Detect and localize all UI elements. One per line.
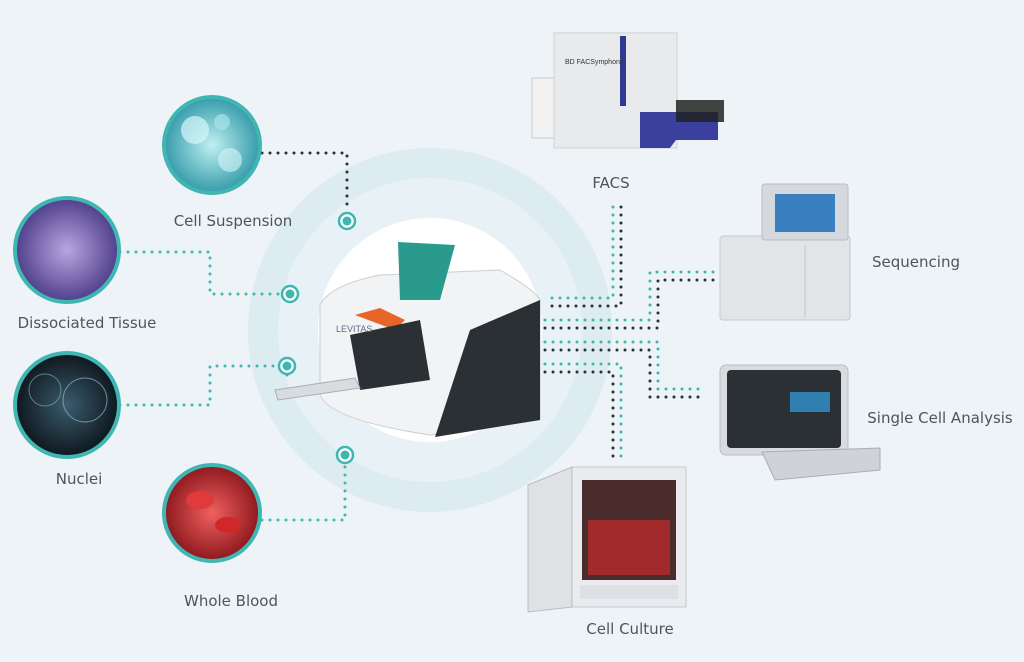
- output-facs: BD FACSymphony FACS: [531, 32, 724, 192]
- dissociated-tissue-label: Dissociated Tissue: [18, 314, 157, 332]
- output-cell-culture: Cell Culture: [527, 466, 687, 638]
- whole-blood-image: [162, 463, 262, 563]
- input-nuclei: Nuclei: [13, 351, 121, 488]
- nuclei-label: Nuclei: [56, 470, 103, 488]
- dissociated-tissue-image: [13, 196, 121, 304]
- output-single-cell: Single Cell Analysis: [719, 364, 1013, 481]
- input-dissociated-tissue: Dissociated Tissue: [13, 196, 157, 332]
- levitas-device: LEVITAS: [274, 242, 541, 437]
- cell-suspension-label: Cell Suspension: [174, 212, 293, 230]
- sequencing-label: Sequencing: [872, 253, 960, 271]
- input-connectors: [118, 151, 357, 522]
- cell-suspension-image: [162, 95, 262, 195]
- input-whole-blood: Whole Blood: [162, 463, 278, 610]
- output-sequencing: Sequencing: [719, 183, 960, 321]
- facs-brand-logo: BD FACSymphony: [565, 59, 624, 66]
- input-cell-suspension: Cell Suspension: [162, 95, 293, 230]
- device-brand-logo: LEVITAS: [336, 324, 372, 334]
- whole-blood-label: Whole Blood: [184, 592, 278, 610]
- nuclei-image: [13, 351, 121, 459]
- cell-culture-label: Cell Culture: [586, 620, 673, 638]
- facs-label: FACS: [592, 174, 629, 192]
- single-cell-label: Single Cell Analysis: [867, 409, 1013, 427]
- output-connectors: [543, 205, 720, 462]
